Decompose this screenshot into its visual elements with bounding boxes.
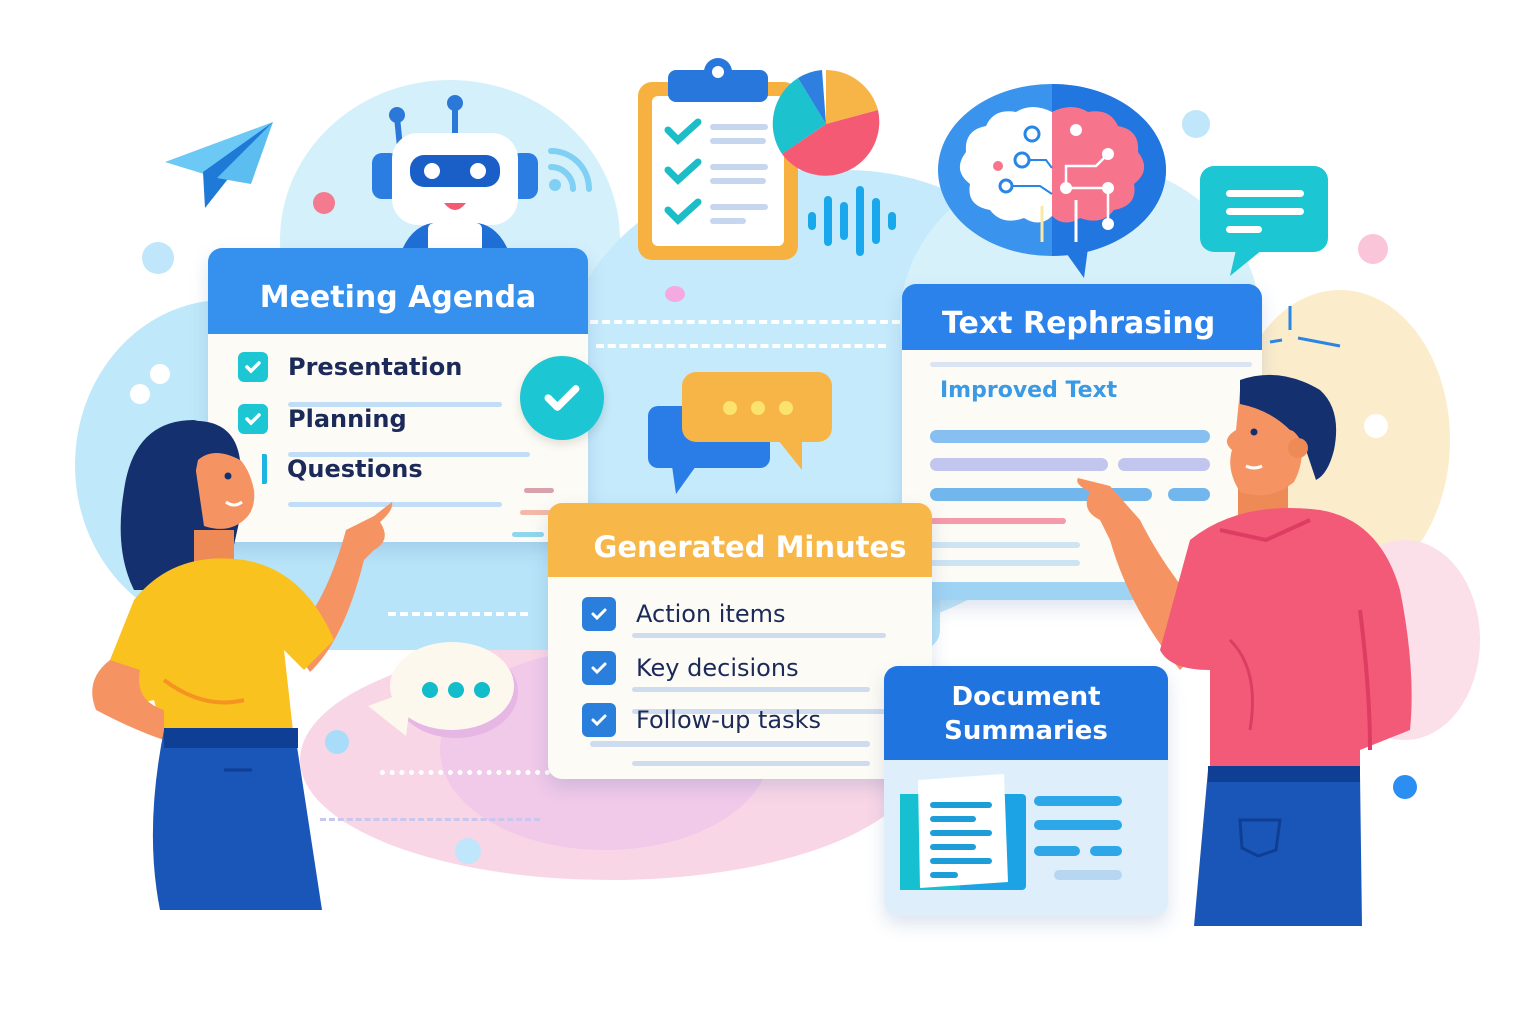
dashed-connector xyxy=(388,612,528,616)
robot-icon xyxy=(372,95,538,255)
divider-line xyxy=(930,362,1252,367)
text-line xyxy=(930,458,1108,471)
text-line xyxy=(1168,488,1210,501)
lightbulb-icon xyxy=(1364,414,1388,438)
decor-dot xyxy=(1182,110,1210,138)
divider-line xyxy=(590,741,870,747)
document-folder-icon xyxy=(900,774,1026,890)
decor-dot xyxy=(1393,775,1417,799)
decor-dot xyxy=(313,192,335,214)
agenda-card-title: Meeting Agenda xyxy=(259,280,537,315)
chat-lines-icon xyxy=(1200,166,1328,276)
dashed-connector xyxy=(320,818,540,821)
paper-plane-icon xyxy=(165,122,273,208)
divider-line xyxy=(632,687,870,692)
chat-bubbles-icon xyxy=(648,372,832,494)
dashed-connector xyxy=(590,320,900,324)
dashed-connector xyxy=(380,770,550,775)
wifi-signal-icon xyxy=(548,148,592,192)
text-line xyxy=(930,430,1210,443)
dashed-connector xyxy=(596,344,886,348)
divider-line xyxy=(288,502,502,507)
sound-wave-icon xyxy=(808,186,896,256)
divider-line xyxy=(632,633,886,638)
minutes-card-header: Generated Minutes xyxy=(548,503,932,577)
decor-dot xyxy=(325,730,349,754)
agenda-item-questions[interactable]: Questions xyxy=(238,454,423,484)
minutes-item-label: Key decisions xyxy=(636,654,799,682)
generated-minutes-card: Generated Minutes Action items Key decis… xyxy=(548,503,932,779)
checkbox-unchecked-icon[interactable] xyxy=(238,454,267,484)
summary-line xyxy=(1034,796,1122,806)
decor-dot xyxy=(150,364,170,384)
text-line xyxy=(930,560,1080,566)
minutes-item-label: Follow-up tasks xyxy=(636,706,822,734)
text-line xyxy=(1118,458,1210,471)
decor-dot xyxy=(455,838,481,864)
summary-line xyxy=(1090,846,1122,856)
agenda-item-presentation[interactable]: Presentation xyxy=(238,352,462,382)
agenda-item-label: Presentation xyxy=(288,353,463,381)
summaries-title-line1: Document xyxy=(951,682,1101,712)
divider-line xyxy=(288,452,530,457)
agenda-item-planning[interactable]: Planning xyxy=(238,404,407,434)
summaries-card-header: Document Summaries xyxy=(884,666,1168,760)
rephrasing-card-header: Text Rephrasing xyxy=(902,284,1262,350)
summary-line xyxy=(1034,820,1122,830)
woman-pointing-illustration xyxy=(92,420,393,910)
agenda-item-label: Questions xyxy=(287,455,423,483)
checkbox-checked-icon[interactable] xyxy=(238,404,268,434)
summary-line xyxy=(1054,870,1122,880)
decor-dot xyxy=(1046,626,1072,652)
decor-line xyxy=(524,488,554,493)
checkbox-checked-icon[interactable] xyxy=(238,352,268,382)
agenda-item-label: Planning xyxy=(288,405,407,433)
decor-dot xyxy=(130,384,150,404)
minutes-item-action-items[interactable]: Action items xyxy=(582,597,786,631)
decor-line xyxy=(520,510,554,515)
sparkle-lines-icon xyxy=(1269,306,1341,348)
minutes-item-label: Action items xyxy=(636,600,786,628)
summaries-title-line2: Summaries xyxy=(944,716,1108,746)
divider-line xyxy=(632,709,886,714)
minutes-item-key-decisions[interactable]: Key decisions xyxy=(582,651,799,685)
summary-line xyxy=(1034,846,1080,856)
text-line xyxy=(930,542,1080,548)
agenda-card-header: Meeting Agenda xyxy=(208,248,588,334)
checkbox-checked-icon[interactable] xyxy=(582,651,616,685)
clipboard-checklist-icon xyxy=(638,58,798,260)
checkbox-checked-icon[interactable] xyxy=(582,597,616,631)
meeting-agenda-card: Meeting Agenda Presentation Planning Que… xyxy=(208,248,588,542)
check-circle-icon xyxy=(520,356,604,440)
brain-circuit-icon xyxy=(938,84,1166,278)
minutes-card-title: Generated Minutes xyxy=(593,530,907,564)
decor-dot xyxy=(142,242,174,274)
pie-chart-icon xyxy=(772,70,880,176)
minutes-item-follow-up-tasks[interactable]: Follow-up tasks xyxy=(582,703,821,737)
checkbox-checked-icon[interactable] xyxy=(582,703,616,737)
improved-text-label: Improved Text xyxy=(940,378,1118,403)
text-line xyxy=(930,518,1066,524)
divider-line xyxy=(288,402,502,407)
rephrasing-card-title: Text Rephrasing xyxy=(942,306,1216,341)
decor-line xyxy=(512,532,544,537)
decor-dot xyxy=(665,286,685,302)
divider-line xyxy=(632,761,870,766)
man-pointing-illustration xyxy=(1077,374,1412,926)
document-summaries-card: Document Summaries xyxy=(884,666,1168,916)
decor-dot xyxy=(1358,234,1388,264)
typing-bubble-icon xyxy=(368,642,518,738)
